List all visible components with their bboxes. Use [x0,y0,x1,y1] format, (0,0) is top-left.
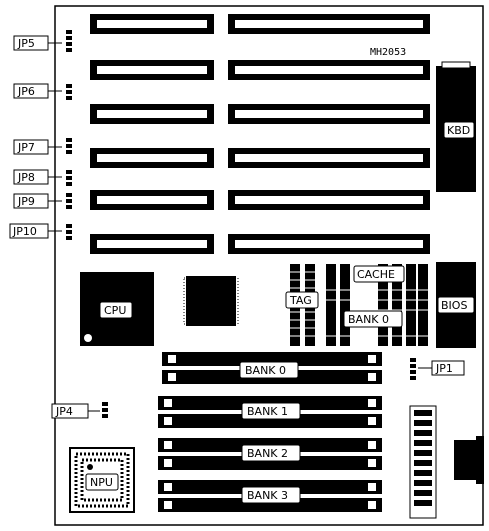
keyboard-connector [454,436,484,484]
simm-bank-1-label: BANK 1 [247,405,288,418]
simm-banks: BANK 0 BANK 1 BANK 2 BANK 3 [158,352,382,512]
jp10-label: JP10 [12,225,37,238]
cache-bank-label: BANK 0 [348,313,389,326]
jp6-label: JP6 [17,85,35,98]
simm-bank-0-label: BANK 0 [245,364,286,377]
chipset [183,276,239,326]
npu-label: NPU [90,476,113,489]
simm-bank-3-label: BANK 3 [247,489,288,502]
jp9-label: JP9 [17,195,35,208]
bios-label: BIOS [441,299,467,312]
cache-sockets: CACHE BANK 0 [326,264,428,346]
jp4-label: JP4 [55,405,73,418]
kbd-label: KBD [447,124,470,137]
cpu-chip: CPU [80,272,154,346]
cache-label: CACHE [357,268,395,281]
kbd-chip: KBD [436,61,476,192]
cpu-label: CPU [104,304,126,317]
npu-socket: NPU [69,447,135,513]
jp7-label: JP7 [17,141,35,154]
jp8-label: JP8 [17,171,35,184]
jp5-label: JP5 [17,37,35,50]
model-label: MH2053 [370,47,406,58]
simm-bank-2-label: BANK 2 [247,447,288,460]
tag-sockets: TAG [285,264,319,346]
jp1-jumper: JP1 [410,358,465,380]
power-connector [409,405,437,519]
isa-slots [90,14,430,254]
jp4-jumper: JP4 [51,402,108,419]
jp1-label: JP1 [435,362,453,375]
bios-chip: BIOS [436,262,476,348]
tag-label: TAG [289,294,312,307]
jumpers-left: JP5 JP6 JP7 JP8 JP9 JP10 [9,30,72,240]
